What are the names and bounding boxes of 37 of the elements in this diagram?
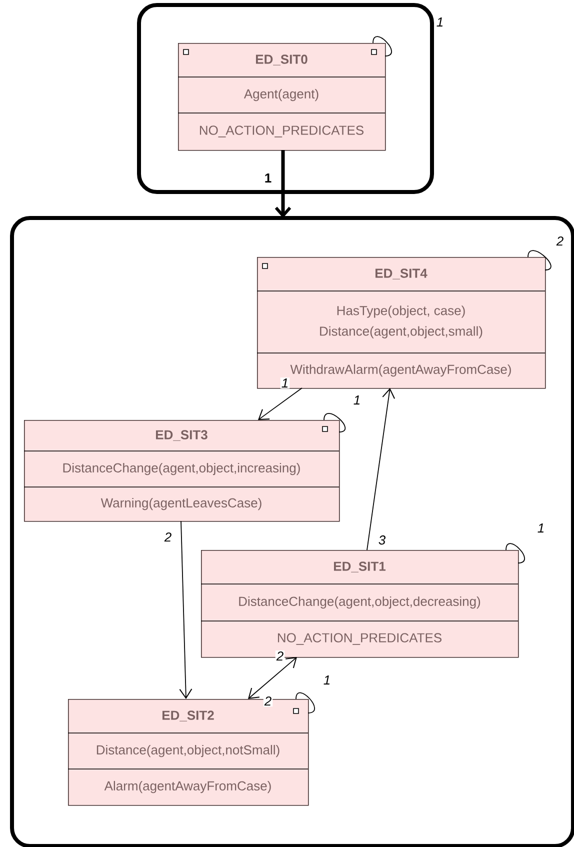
action-text: WithdrawAlarm(agentAwayFromCase)	[290, 364, 511, 377]
action-text: Warning(agentLeavesCase)	[100, 498, 262, 510]
edge-label: 2	[163, 531, 173, 543]
edge-label: 1	[263, 172, 273, 184]
predicate-text: Distance(agent,object,notSmall)	[96, 744, 280, 758]
predicate-text: DistanceChange(agent,object,decreasing)	[239, 596, 480, 609]
action-text: Alarm(agentAwayFromCase)	[104, 780, 271, 794]
end-label: 2	[263, 695, 273, 707]
edge-label: 1	[536, 522, 546, 534]
predicate-text: DistanceChange(agent,object,increasing)	[63, 462, 300, 476]
edge-label: 2	[555, 235, 565, 247]
self-loop	[296, 692, 316, 714]
edge-label: 1	[435, 16, 445, 28]
edge-label: 1	[322, 674, 332, 686]
state-name: ED_SIT0	[256, 54, 308, 66]
self-loop	[324, 413, 346, 432]
action-text: NO_ACTION_PREDICATES	[278, 633, 442, 645]
predicate-text: Distance(agent,object,small)	[320, 326, 482, 338]
edge-label: 1	[352, 394, 362, 406]
state-name: ED_SIT1	[334, 562, 386, 572]
state-name: ED_SIT2	[162, 710, 214, 722]
self-loop	[372, 36, 392, 56]
action-text: NO_ACTION_PREDICATES	[200, 126, 364, 138]
arrow	[274, 150, 292, 218]
self-loop	[506, 543, 526, 564]
arrow	[248, 657, 297, 699]
arrow	[179, 520, 192, 700]
group-frame	[137, 3, 434, 194]
self-loop	[528, 250, 552, 270]
edge-label: 3	[377, 534, 387, 546]
arrow	[258, 388, 302, 420]
state-name: ED_SIT4	[376, 268, 428, 280]
group-frame	[10, 216, 574, 847]
state-name: ED_SIT3	[156, 430, 208, 441]
predicate-text: Agent(agent)	[244, 88, 318, 102]
predicate-text: HasType(object, case)	[337, 306, 465, 318]
arrow	[366, 388, 396, 550]
